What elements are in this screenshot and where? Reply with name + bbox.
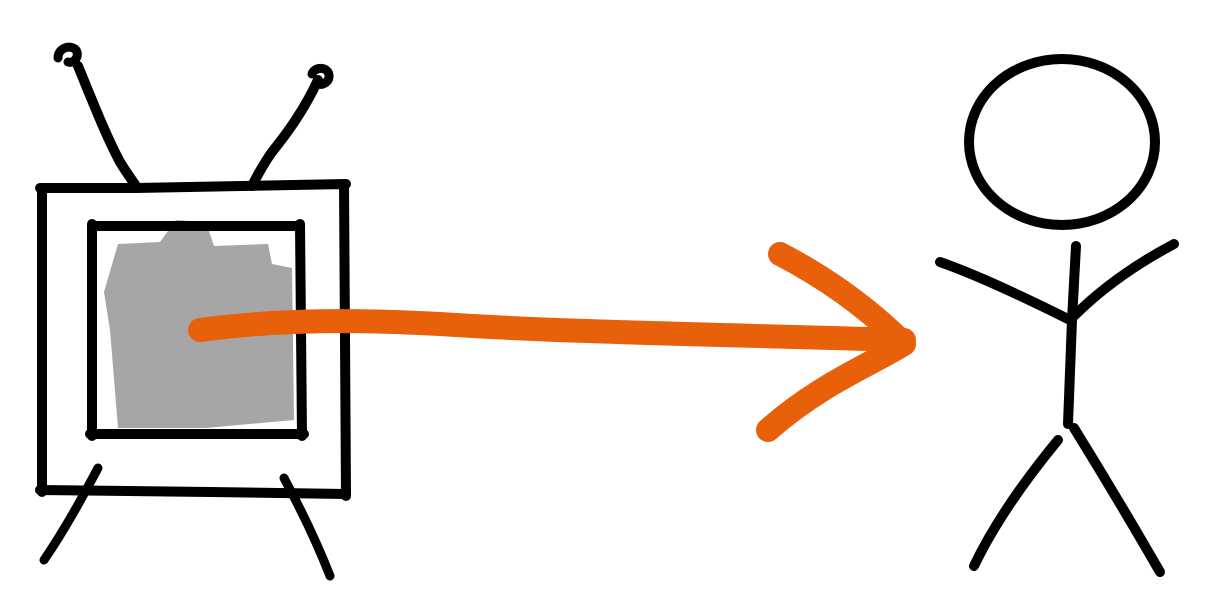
head (964, 54, 1160, 230)
right-arm (1069, 239, 1179, 321)
antenna-left-icon (53, 42, 141, 191)
arrow-shaft (188, 309, 916, 352)
arrow-icon (188, 242, 916, 442)
left-arm (935, 257, 1075, 325)
tv-legs (39, 463, 335, 581)
antenna-right-icon (247, 63, 334, 191)
body (1063, 241, 1081, 429)
tv-outer-frame (35, 179, 351, 501)
stick-figure-icon (935, 54, 1179, 577)
arrow-head (756, 242, 916, 442)
left-leg (969, 435, 1063, 571)
tv-screen-frame (85, 219, 309, 441)
right-leg (1069, 423, 1165, 577)
